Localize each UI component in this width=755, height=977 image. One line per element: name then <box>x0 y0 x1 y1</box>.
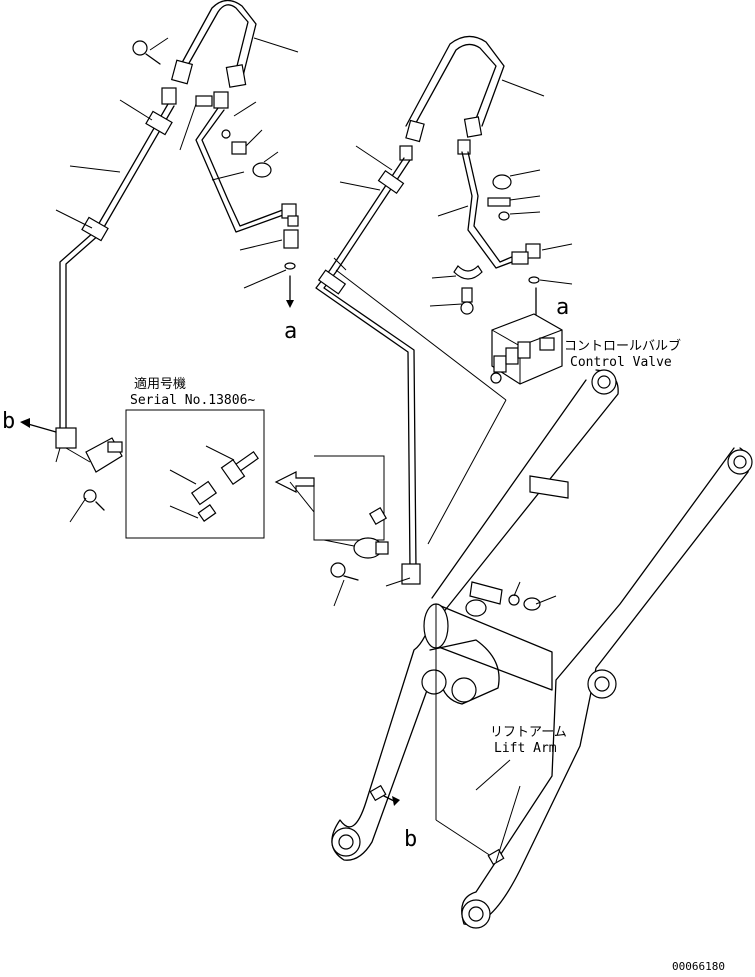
bolt-part <box>132 40 161 65</box>
serial-note-en: Serial No.13806~ <box>130 393 255 408</box>
ref-label-b-left: b <box>2 409 15 434</box>
ref-label-a-right: a <box>556 295 569 320</box>
ref-label-b-bottom: b <box>404 827 417 852</box>
right-hose-assembly <box>315 35 573 607</box>
serial-inset <box>125 409 385 541</box>
lift-arm-label-jp: リフトアーム <box>490 725 567 740</box>
control-valve-label-en: Control Valve <box>570 355 672 370</box>
lift-arm-label-en: Lift Arm <box>494 741 557 756</box>
left-hose-assembly <box>20 0 299 523</box>
control-valve <box>490 313 563 385</box>
control-valve-label-jp: コントロールバルブ <box>564 338 681 354</box>
drawing-number: 00066180 <box>672 960 725 973</box>
lift-arm-assembly <box>331 369 753 929</box>
ref-label-a-top: a <box>284 319 297 344</box>
serial-note-jp: 適用号機 <box>134 376 186 392</box>
